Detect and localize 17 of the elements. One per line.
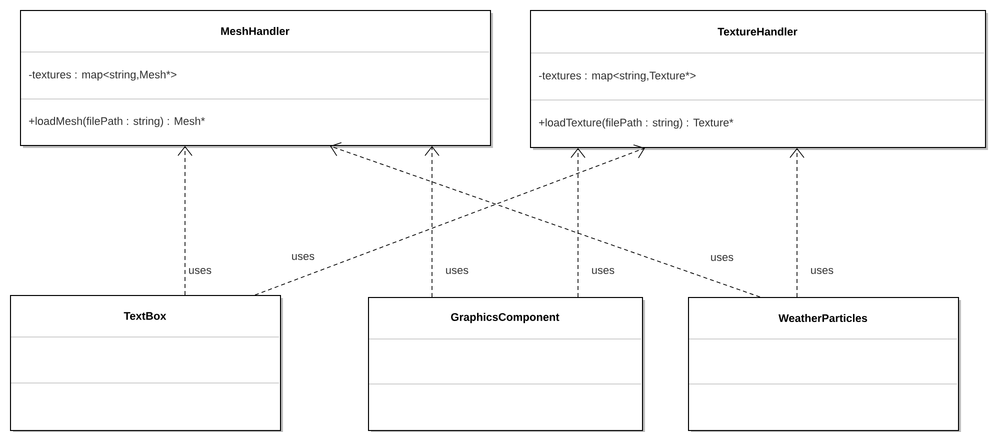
edge-label: uses [711,255,734,262]
class-box: MeshHandler -textures : map<string,Mesh*> +loadMesh(filePath : string) : Mesh* [20,10,493,148]
dependency-arrow [790,148,804,298]
class-box: TextureHandler -textures : map<string,Texture*> +loadTexture(filePath : string) : Texture* [530,10,988,150]
dependency-arrow [330,142,760,298]
dependency-arrow [570,148,586,298]
dependency-arrow [254,144,645,296]
edge-label: uses [811,268,834,274]
dependency-arrow [178,146,192,296]
class-box: GraphicsComponent [368,297,645,432]
class-box: TextBox [10,295,283,432]
edge-label: uses [592,268,614,274]
class-box: WeatherParticles [688,297,961,432]
edge-label: uses [446,268,468,274]
edge-label: uses [292,254,314,260]
edge-label: uses [189,268,212,274]
dependency-arrow [424,146,440,298]
